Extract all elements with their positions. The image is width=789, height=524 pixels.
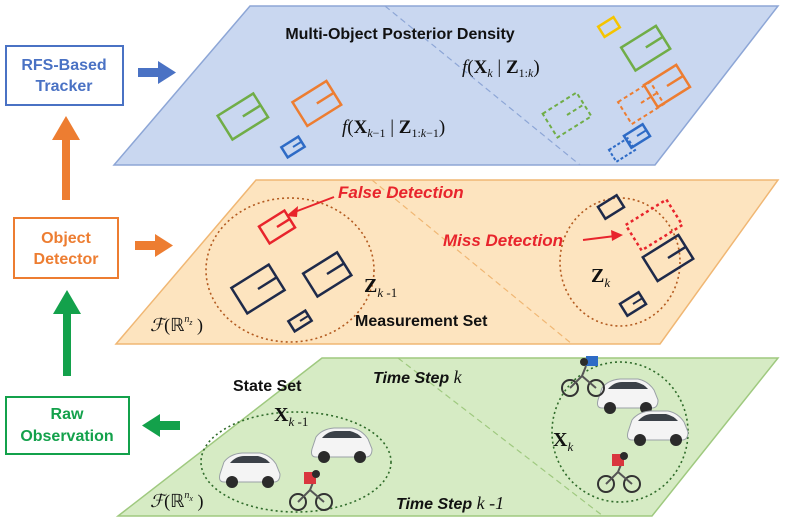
posterior-plane: Multi-Object Posterior Density f(Xk | Z1…: [112, 5, 780, 166]
gaussian-blue-predicted: [607, 136, 637, 164]
cyclist-icon: [561, 356, 605, 397]
x-current-label: Xk: [553, 429, 573, 454]
time-step-previous-label: Time Step k -1: [396, 493, 504, 513]
car-icon: [311, 427, 373, 463]
density-previous-label: f(Xk−1 | Z1:k−1): [342, 117, 445, 140]
arrow-observation-to-detector: [53, 290, 81, 376]
tracker-label-line2: Tracker: [36, 78, 93, 95]
measurement-space-label: ℱ(ℝnz ): [150, 314, 203, 336]
car-icon: [219, 452, 281, 488]
cyclist-icon: [597, 452, 641, 493]
false-detection-pointer: [291, 196, 335, 214]
false-detection-box: [257, 208, 297, 246]
gaussian-blue-prev: [279, 134, 307, 160]
object-detector-box: Object Detector: [13, 217, 119, 279]
measurement-cluster-previous: [205, 197, 375, 343]
gaussian-orange-current: [642, 63, 692, 109]
cyclist-icon: [289, 470, 333, 511]
detector-label-line1: Object: [41, 230, 91, 247]
gaussian-green-current: [619, 24, 672, 73]
gaussian-orange-predicted: [616, 80, 666, 126]
measurement-box-2: [301, 250, 354, 299]
z-previous-label: Zk -1: [364, 275, 397, 300]
gaussian-green-prev: [215, 91, 270, 142]
detector-label-line2: Detector: [34, 251, 99, 268]
raw-observation-box: Raw Observation: [5, 396, 130, 455]
arrow-detector-to-measurement: [135, 234, 173, 257]
measurement-box-3: [286, 308, 314, 334]
observation-label-line2: Observation: [20, 428, 113, 445]
state-space-label: ℱ(ℝnx ): [150, 490, 203, 512]
measurement-box-5: [641, 233, 695, 283]
measurement-box-1: [229, 262, 287, 316]
gaussian-green-predicted: [541, 91, 593, 139]
gaussian-yellow-current: [596, 15, 622, 39]
density-current-label: f(Xk | Z1:k): [462, 57, 540, 80]
measurement-cluster-current: [559, 197, 681, 327]
state-plane: State Set Time Step k Time Step k -1 Xk …: [115, 356, 780, 517]
miss-detection-label: Miss Detection: [443, 231, 563, 250]
car-icon: [627, 410, 689, 446]
observation-label-line1: Raw: [51, 406, 84, 423]
tracker-label-line1: RFS-Based: [21, 57, 106, 74]
miss-detection-box: [623, 197, 685, 253]
gaussian-orange-prev: [290, 79, 343, 128]
arrow-state-to-observation: [142, 414, 180, 437]
measurement-set-label: Measurement Set: [355, 313, 488, 330]
posterior-title: Multi-Object Posterior Density: [285, 26, 514, 43]
false-detection-label: False Detection: [338, 183, 464, 202]
arrow-tracker-to-posterior: [138, 61, 176, 84]
measurement-plane: False Detection Miss Detection Measureme…: [114, 179, 780, 345]
rfs-tracker-box: RFS-Based Tracker: [5, 45, 124, 106]
state-set-label: State Set: [233, 378, 302, 395]
gaussian-blue-current: [622, 122, 652, 150]
arrow-detector-to-tracker: [52, 116, 80, 200]
miss-detection-pointer: [582, 235, 616, 241]
measurement-box-4: [596, 193, 626, 221]
x-previous-label: Xk -1: [274, 404, 308, 429]
measurement-box-6: [618, 290, 648, 318]
time-step-current-label: Time Step k: [373, 367, 463, 387]
car-icon: [597, 378, 659, 414]
state-cluster-previous: [200, 411, 392, 513]
z-current-label: Zk: [591, 265, 610, 290]
